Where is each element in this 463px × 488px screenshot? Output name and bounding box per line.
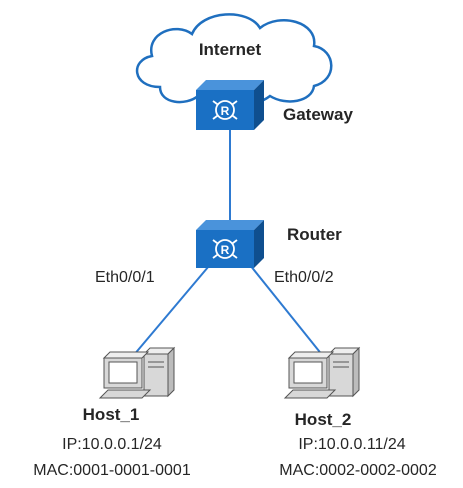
link-router-host2 — [245, 259, 324, 357]
router-icon: R — [196, 220, 264, 268]
pc-icon — [98, 346, 176, 399]
router-icon: R — [196, 80, 264, 130]
host-1-ip: IP:10.0.0.1/24 — [62, 436, 162, 453]
gateway-node: R Gateway — [196, 80, 353, 130]
router-label: Router — [287, 225, 342, 244]
router-glyph: R — [221, 104, 230, 118]
host-1-node: Host_1 IP:10.0.0.1/24 MAC:0001-0001-0001 — [33, 346, 191, 479]
host-2-label: Host_2 — [295, 410, 352, 429]
interface-label-eth0-0-1: Eth0/0/1 — [95, 269, 155, 286]
router-node: R Router — [196, 220, 342, 268]
host-2-node: Host_2 IP:10.0.0.11/24 MAC:0002-0002-000… — [279, 346, 437, 479]
router-glyph: R — [221, 243, 230, 257]
interface-label-eth0-0-2: Eth0/0/2 — [274, 269, 334, 286]
host-1-label: Host_1 — [83, 405, 140, 424]
gateway-label: Gateway — [283, 105, 353, 124]
host-2-ip: IP:10.0.0.11/24 — [298, 436, 405, 453]
host-1-mac: MAC:0001-0001-0001 — [33, 462, 191, 479]
pc-icon — [283, 346, 361, 399]
internet-label: Internet — [199, 40, 262, 59]
link-router-host1 — [132, 259, 215, 357]
host-2-mac: MAC:0002-0002-0002 — [279, 462, 437, 479]
